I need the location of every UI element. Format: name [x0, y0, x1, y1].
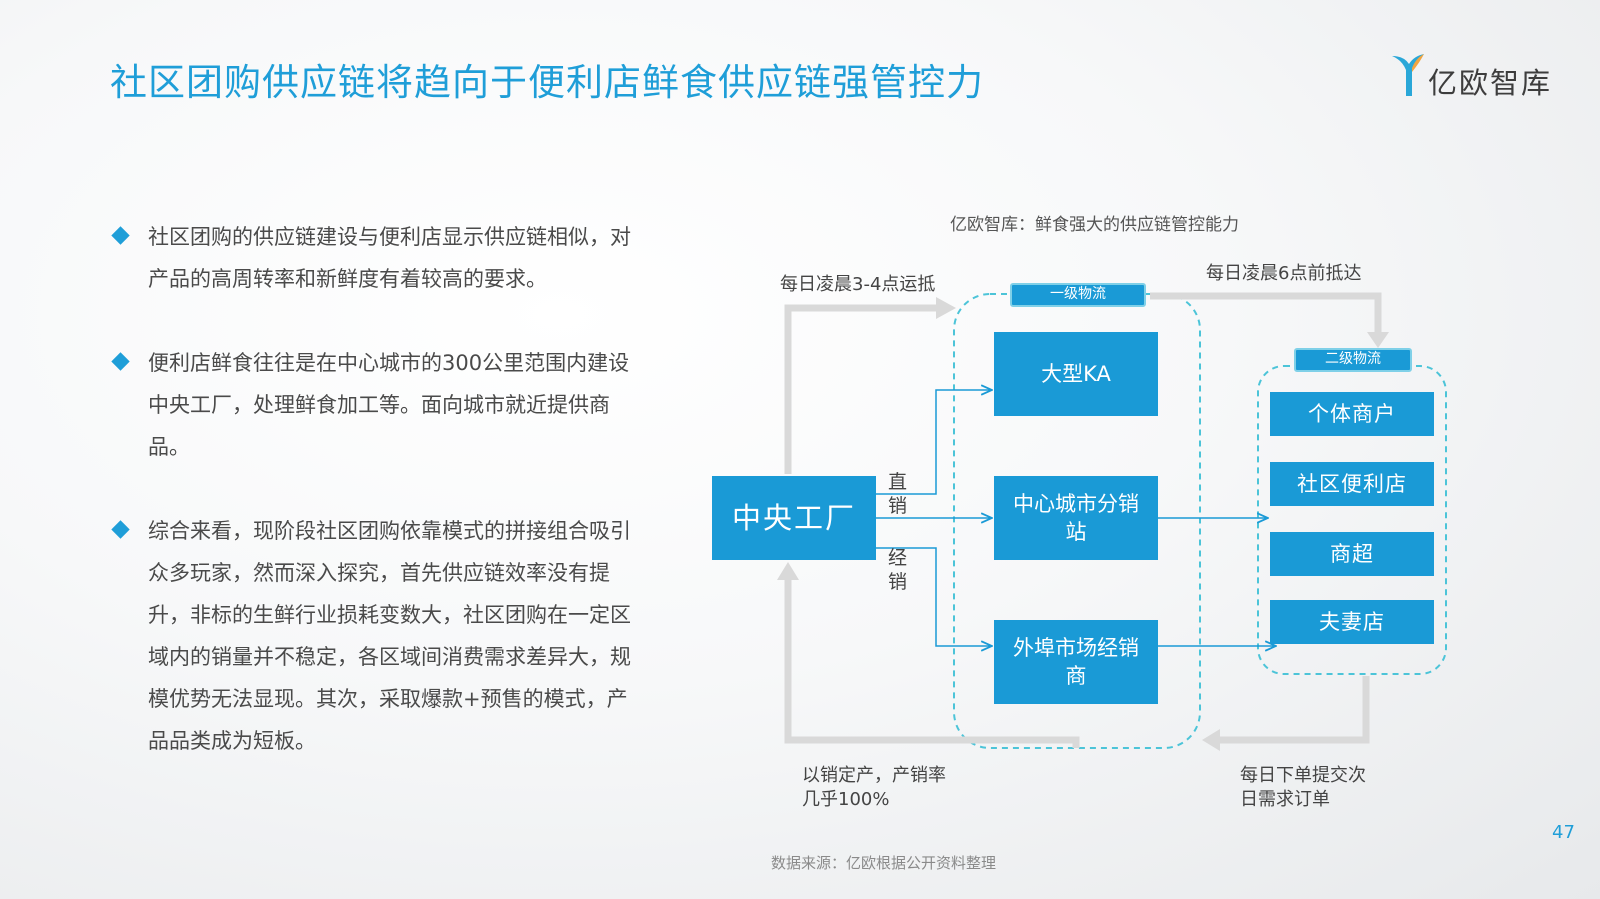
central-factory-node: 中央工厂: [712, 476, 876, 560]
logo-text: 亿欧智库: [1428, 66, 1553, 100]
produce-by-sales-arrow: [784, 580, 1080, 748]
tier2-node-community-store: 社区便利店: [1270, 462, 1434, 506]
page-title: 社区团购供应链将趋向于便利店鲜食供应链强管控力: [110, 61, 984, 104]
bullet-item: 社区团购的供应链建设与便利店显示供应链相似，对产品的高周转率和新鲜度有着较高的要…: [110, 216, 670, 300]
tier1-label: 一级物流: [1010, 283, 1146, 307]
morning-delivery-label: 每日凌晨3-4点运抵: [780, 274, 936, 295]
tier1-node-outer-market-dealer: 外埠市场经销商: [994, 620, 1158, 704]
direct-sales-label: 直销: [888, 471, 908, 517]
logo: 亿欧智库: [1390, 50, 1570, 100]
diagram-caption: 亿欧智库：鲜食强大的供应链管控能力: [950, 215, 1239, 235]
six-am-label: 每日凌晨6点前抵达: [1206, 263, 1362, 284]
bullet-text: 社区团购的供应链建设与便利店显示供应链相似，对产品的高周转率和新鲜度有着较高的要…: [148, 225, 631, 291]
tier2-node-family-store: 夫妻店: [1270, 600, 1434, 644]
logo-icon: [1392, 54, 1424, 96]
factory-to-tier1-connectors: [876, 390, 992, 646]
morning-delivery-arrowhead: [936, 297, 956, 319]
page-number: 47: [1552, 822, 1575, 843]
bullet-item: 综合来看，现阶段社区团购依靠模式的拼接组合吸引众多玩家，然而深入探究，首先供应链…: [110, 510, 670, 762]
morning-delivery-arrow: [784, 304, 936, 474]
daily-orders-arrowhead: [1202, 729, 1220, 751]
produce-by-sales-label: 以销定产，产销率几乎100%: [802, 765, 946, 810]
six-am-arrowhead: [1367, 332, 1389, 348]
tier1-node-city-distribution: 中心城市分销站: [994, 476, 1158, 560]
tier1-to-tier2-connectors: [1158, 518, 1276, 646]
tier2-node-individual-merchant: 个体商户: [1270, 392, 1434, 436]
produce-by-sales-arrowhead: [777, 562, 799, 580]
distribution-label: 经销: [888, 547, 908, 593]
tier2-node-supermarket: 商超: [1270, 532, 1434, 576]
tier2-label: 二级物流: [1294, 348, 1412, 372]
daily-orders-label: 每日下单提交次日需求订单: [1240, 765, 1366, 810]
bullet-item: 便利店鲜食往往是在中心城市的300公里范围内建设中央工厂，处理鲜食加工等。面向城…: [110, 342, 670, 468]
tier1-node-large-ka: 大型KA: [994, 332, 1158, 416]
tier1-container: [953, 293, 1201, 749]
bullet-text: 综合来看，现阶段社区团购依靠模式的拼接组合吸引众多玩家，然而深入探究，首先供应链…: [148, 519, 631, 753]
six-am-arrow: [1150, 292, 1382, 332]
data-source: 数据来源：亿欧根据公开资料整理: [771, 854, 997, 872]
daily-orders-arrow: [1220, 676, 1370, 744]
bullet-list: 社区团购的供应链建设与便利店显示供应链相似，对产品的高周转率和新鲜度有着较高的要…: [110, 216, 670, 804]
bullet-text: 便利店鲜食往往是在中心城市的300公里范围内建设中央工厂，处理鲜食加工等。面向城…: [148, 351, 630, 459]
